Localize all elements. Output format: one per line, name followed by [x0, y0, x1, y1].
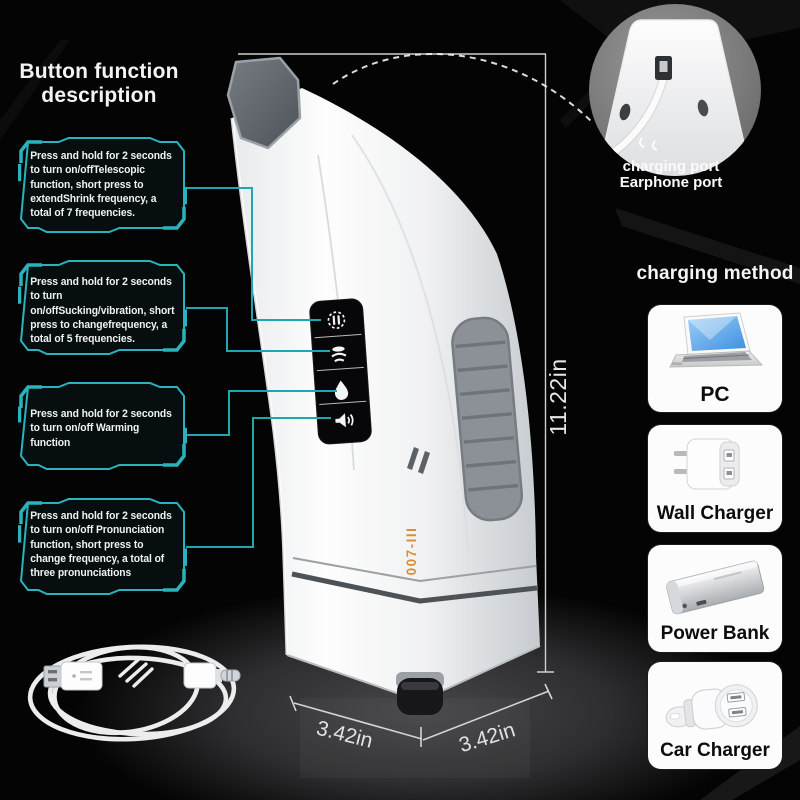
decorative-slashes [407, 447, 430, 474]
base-roller [396, 672, 444, 715]
usb-a-connector [43, 661, 103, 691]
page-title-line1: Button function [19, 60, 179, 83]
callout-pronunciation: Press and hold for 2 seconds to turn on/… [18, 498, 187, 595]
base-seam-dark [291, 571, 538, 604]
power-bank-icon [666, 560, 765, 615]
wall-charger-icon [674, 438, 740, 490]
warming-drop-icon [334, 380, 349, 400]
device-body [232, 88, 540, 701]
charging-card-wall-charger: Wall Charger [648, 425, 782, 532]
height-dimension-label: 11.22in [545, 358, 571, 435]
car-charger-label: Car Charger [660, 740, 770, 761]
side-grille-icon [451, 316, 524, 522]
charging-card-power-bank: Power Bank [648, 545, 782, 652]
body-crease-right [351, 134, 469, 551]
charging-card-car-charger: Car Charger [648, 662, 782, 769]
power-bank-label: Power Bank [660, 623, 770, 644]
audio-jack-connector [183, 662, 241, 689]
pc-label: PC [700, 383, 730, 406]
page-title: Button function description [8, 60, 190, 107]
telescopic-power-icon [327, 311, 346, 329]
button-panel [309, 298, 372, 445]
page-title-line2: description [41, 83, 157, 107]
charging-port-inset [589, 4, 761, 176]
callout-warming-text: Press and hold for 2 seconds to turn on/… [30, 408, 172, 449]
usb-cable [27, 644, 241, 742]
callout-pronunciation-text: Press and hold for 2 seconds to turn on/… [30, 510, 172, 580]
callout-telescopic-text: Press and hold for 2 seconds to turn on/… [30, 150, 172, 220]
earphone-port-label: Earphone port [619, 174, 723, 192]
device: 007-III [226, 56, 541, 715]
wall-charger-label: Wall Charger [656, 503, 774, 524]
voice-speaker-icon [335, 413, 354, 428]
ports-caption: charging port Earphone port [585, 158, 757, 192]
car-charger-icon [665, 684, 758, 730]
charging-port-label: charging port [622, 158, 720, 175]
callout-warming: Press and hold for 2 seconds to turn on/… [18, 382, 187, 470]
body-left-highlight [230, 117, 289, 656]
height-dimension-lines [238, 53, 554, 673]
callout-suction-text: Press and hold for 2 seconds to turn on/… [30, 276, 175, 346]
vibration-wave-icon [331, 346, 347, 363]
charging-card-pc: PC [648, 305, 782, 412]
device-cap [226, 56, 302, 150]
charging-method-title: charging method [636, 263, 794, 284]
callout-connector-lines [186, 187, 337, 548]
callout-frame [18, 498, 187, 595]
callout-frame [18, 137, 187, 233]
device-bottom-view [600, 19, 747, 176]
base-seam-thin [292, 557, 537, 583]
dashed-connector-line [332, 52, 594, 124]
model-number: 007-III [404, 527, 419, 576]
callout-suction-vibration: Press and hold for 2 seconds to turn on/… [18, 260, 187, 355]
callout-frame [18, 260, 187, 355]
callout-frame [18, 382, 187, 470]
callout-telescopic: Press and hold for 2 seconds to turn on/… [18, 137, 187, 233]
width-dimension-lines [289, 683, 553, 747]
laptop-icon [669, 312, 764, 368]
